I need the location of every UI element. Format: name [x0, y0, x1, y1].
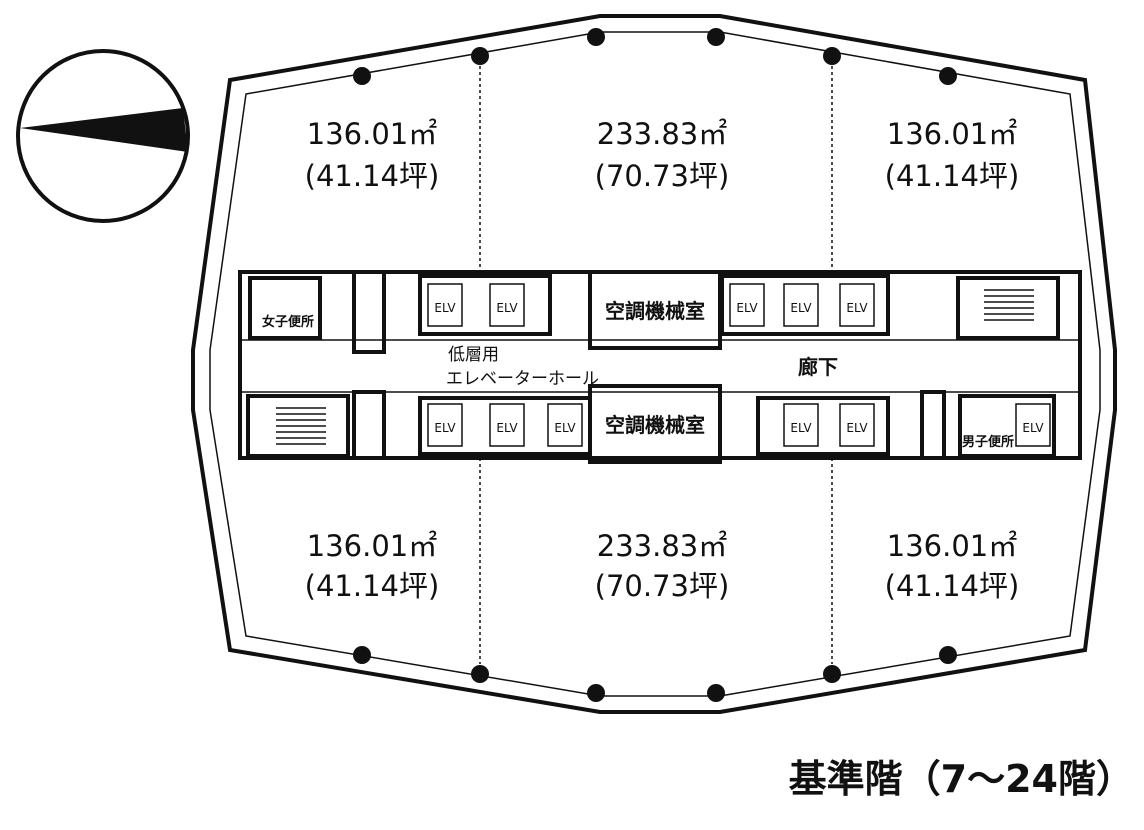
- elevator: ELV: [1015, 403, 1051, 447]
- low-rise-hall-label-1: 低層用: [448, 345, 499, 365]
- elevator-label: ELV: [496, 301, 518, 315]
- ac-room-bottom-label: 空調機械室: [605, 413, 705, 437]
- womens-toilet-label: 女子便所: [262, 314, 314, 330]
- ac-room-top-label: 空調機械室: [605, 299, 705, 323]
- column: [471, 47, 489, 65]
- column: [823, 47, 841, 65]
- area-labels: 136.01㎡ (41.14坪) 233.83㎡ (70.73坪) 136.01…: [305, 117, 1020, 603]
- area-top-left-tsubo: (41.14坪): [305, 159, 440, 193]
- elevator-label: ELV: [434, 301, 456, 315]
- elevator: ELV: [489, 283, 525, 327]
- elevator: ELV: [729, 283, 765, 327]
- column: [939, 67, 957, 85]
- elevator: ELV: [547, 403, 583, 447]
- room-labels: 空調機械室 空調機械室 女子便所 男子便所 廊下 低層用 エレベーターホール: [262, 299, 1014, 450]
- column: [471, 665, 489, 683]
- elevator-label: ELV: [846, 421, 868, 435]
- low-rise-hall-label-2: エレベーターホール: [446, 369, 599, 389]
- column: [939, 646, 957, 664]
- area-top-center-tsubo: (70.73坪): [595, 159, 730, 193]
- area-bottom-right-sqm: 136.01㎡: [887, 529, 1017, 563]
- floor-title: 基準階（7〜24階）: [789, 757, 1134, 801]
- elevator-label: ELV: [1022, 421, 1044, 435]
- partition-lines: [479, 66, 833, 664]
- area-bottom-center-tsubo: (70.73坪): [595, 569, 730, 603]
- elevator-label: ELV: [790, 301, 812, 315]
- elevator-label: ELV: [496, 421, 518, 435]
- column: [707, 28, 725, 46]
- column: [823, 665, 841, 683]
- compass: [16, 49, 190, 223]
- elevator-label: ELV: [790, 421, 812, 435]
- core: [238, 270, 1082, 464]
- north-arrow-icon: [20, 108, 188, 152]
- area-bottom-left-tsubo: (41.14坪): [305, 569, 440, 603]
- elevator: ELV: [427, 283, 463, 327]
- mens-toilet-label: 男子便所: [962, 434, 1014, 450]
- elevator: ELV: [783, 283, 819, 327]
- columns: [353, 28, 957, 702]
- column: [587, 684, 605, 702]
- elevator-label: ELV: [554, 421, 576, 435]
- elevator: ELV: [839, 283, 875, 327]
- elevator-label: ELV: [846, 301, 868, 315]
- column: [353, 67, 371, 85]
- corridor-label: 廊下: [798, 355, 838, 379]
- stair-icon: [276, 407, 326, 445]
- column: [707, 684, 725, 702]
- stair-icon: [984, 289, 1034, 321]
- area-top-center-sqm: 233.83㎡: [597, 117, 727, 151]
- area-bottom-right-tsubo: (41.14坪): [885, 569, 1020, 603]
- column: [587, 28, 605, 46]
- elevators: ELV ELV ELV ELV ELV ELV ELV ELV: [427, 283, 1051, 447]
- area-top-left-sqm: 136.01㎡: [307, 117, 437, 151]
- elevator: ELV: [427, 403, 463, 447]
- area-bottom-center-sqm: 233.83㎡: [597, 529, 727, 563]
- column: [353, 646, 371, 664]
- area-top-right-sqm: 136.01㎡: [887, 117, 1017, 151]
- elevator: ELV: [783, 403, 819, 447]
- elevator-label: ELV: [434, 421, 456, 435]
- area-bottom-left-sqm: 136.01㎡: [307, 529, 437, 563]
- area-top-right-tsubo: (41.14坪): [885, 159, 1020, 193]
- elevator: ELV: [489, 403, 525, 447]
- elevator: ELV: [839, 403, 875, 447]
- elevator-label: ELV: [736, 301, 758, 315]
